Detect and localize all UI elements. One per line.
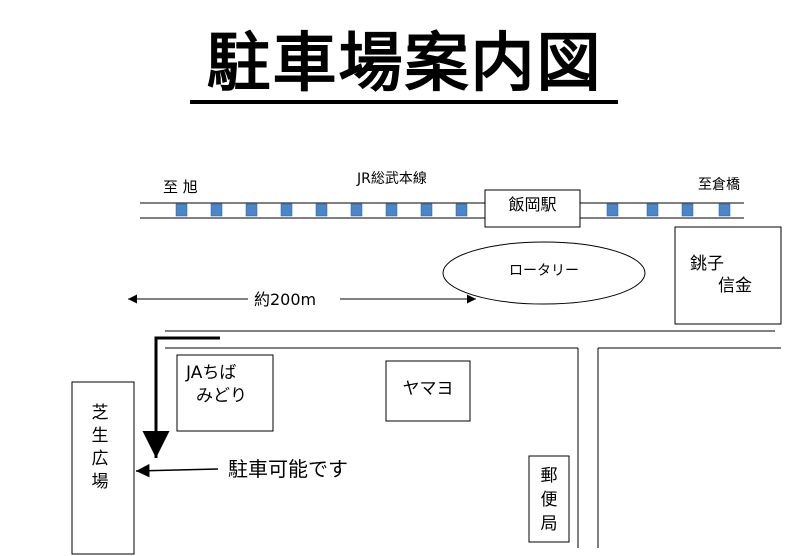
- shibafu-char-3: 広: [91, 449, 109, 469]
- title-underline: [190, 100, 618, 104]
- post-office-char-1: 郵: [540, 466, 558, 486]
- direction-right-label: 至倉橋: [698, 177, 740, 193]
- station-label: 飯岡駅: [508, 195, 557, 214]
- line-name-label: JR総武本線: [357, 171, 427, 187]
- railway-track: [140, 202, 744, 219]
- choshi-shinkin-label-2: 信金: [718, 276, 752, 296]
- railway-tie: [175, 203, 188, 217]
- railway-tie: [245, 203, 258, 217]
- railway-ties: [175, 203, 731, 217]
- choshi-shinkin-box: [674, 226, 782, 325]
- yamayo-label: ヤマヨ: [402, 379, 454, 399]
- railway-tie: [455, 203, 468, 217]
- station-box: [484, 189, 581, 228]
- rotary-label: ロータリー: [509, 263, 579, 279]
- roads: [165, 330, 781, 548]
- railway-tie: [420, 203, 433, 217]
- parking-note: 駐車可能です: [228, 457, 348, 481]
- railway-tie: [280, 203, 293, 217]
- ja-chiba-label-1: JAちば: [186, 363, 237, 383]
- distance-label: 約200m: [254, 290, 317, 309]
- parking-pointer-arrow: [135, 463, 219, 478]
- post-office-label: 郵 便 局: [529, 464, 569, 536]
- post-office-box: [528, 455, 570, 543]
- shibafu-char-4: 場: [91, 472, 109, 492]
- railway-tie: [315, 203, 328, 217]
- railway-tie: [646, 203, 659, 217]
- choshi-shinkin-label-1: 銚子: [690, 254, 724, 274]
- rotary-ellipse: [442, 241, 646, 305]
- page-title: 駐車場案内図: [206, 27, 603, 101]
- shibafu-char-2: 生: [91, 426, 109, 446]
- shibafu-hiroba-box: [71, 381, 135, 555]
- ja-chiba-label-2: みどり: [196, 386, 247, 406]
- direction-left-label: 至 旭: [163, 178, 198, 196]
- post-office-char-2: 便: [540, 490, 558, 510]
- railway-tie: [385, 203, 398, 217]
- route-arrow: [142, 336, 220, 458]
- railway-tie: [681, 203, 694, 217]
- railway-tie: [350, 203, 363, 217]
- ja-chiba-midori-box: [176, 354, 274, 432]
- railway-tie: [606, 203, 619, 217]
- shibafu-hiroba-label: 芝 生 広 場: [72, 402, 128, 494]
- yamayo-box: [385, 360, 471, 422]
- post-office-char-3: 局: [540, 514, 558, 534]
- railway-tie: [718, 203, 731, 217]
- shibafu-char-1: 芝: [91, 403, 109, 423]
- railway-tie: [210, 203, 223, 217]
